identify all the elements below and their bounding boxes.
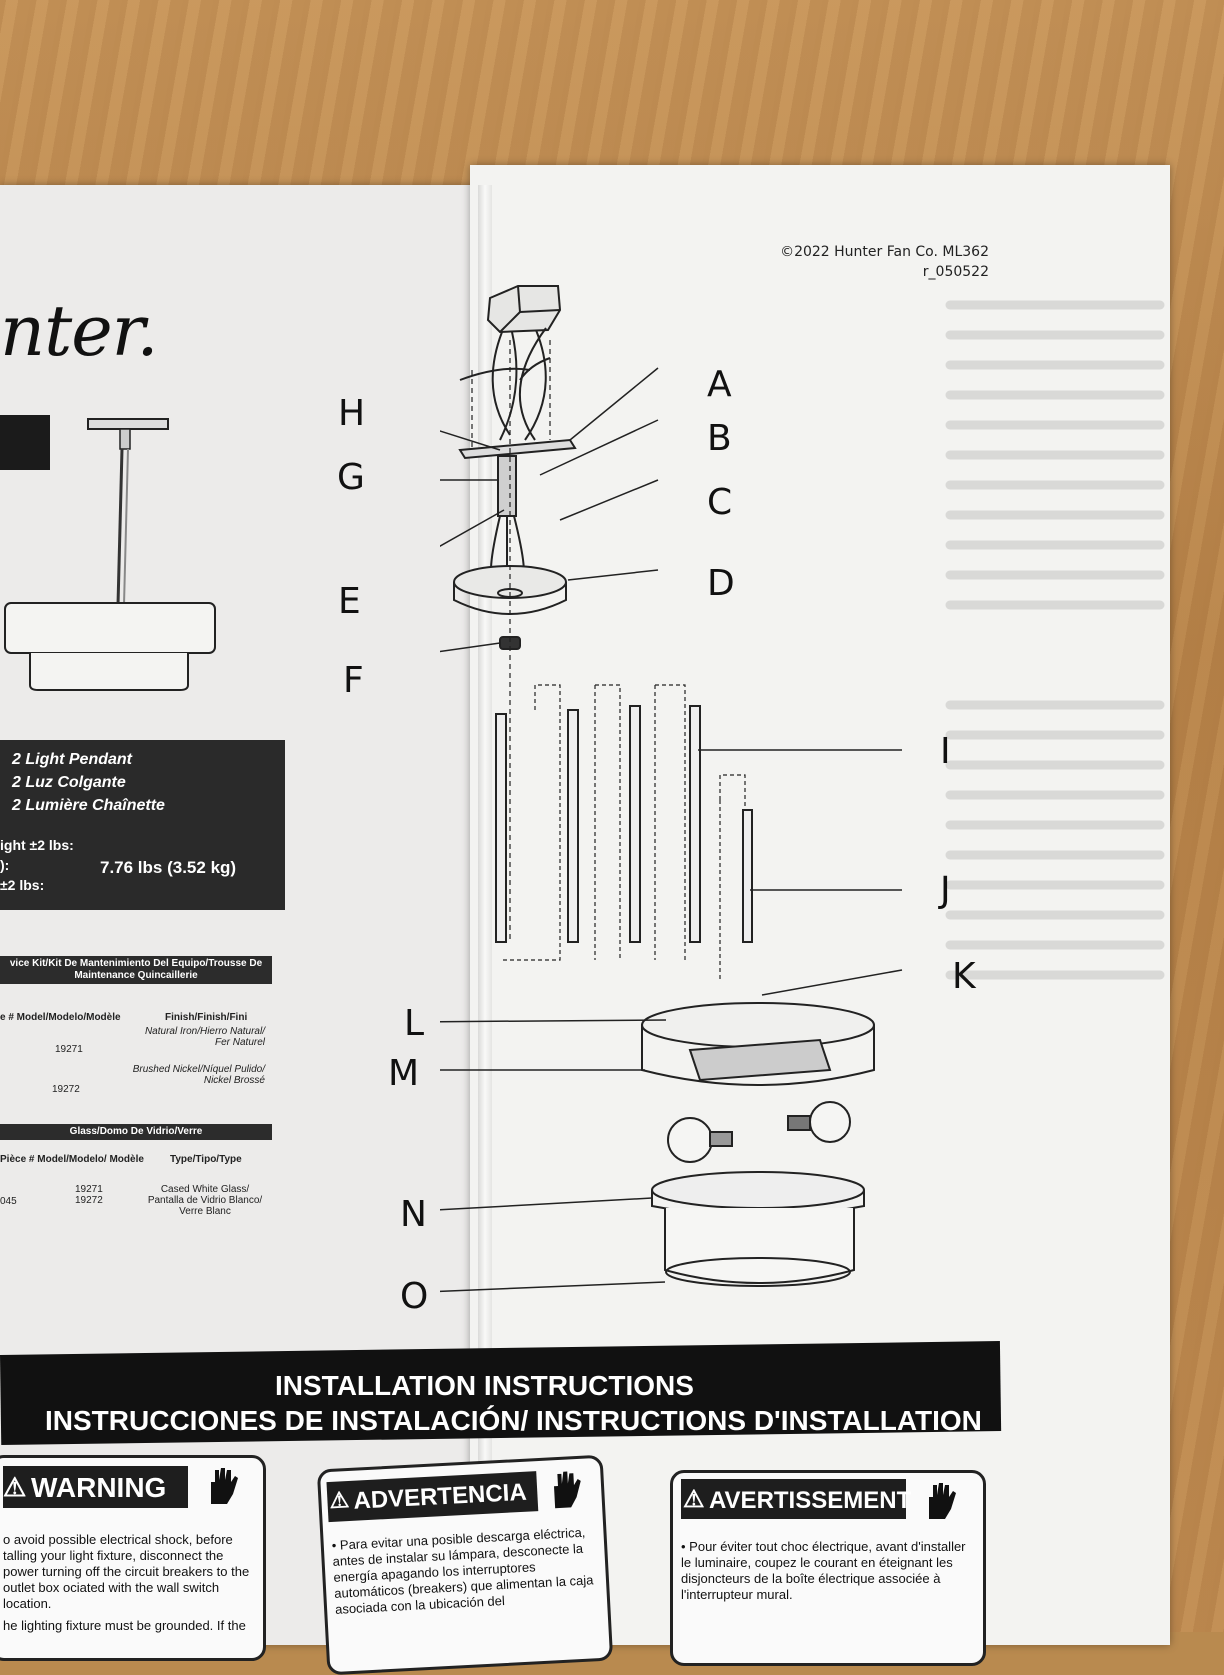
service-kit-col-model: e # Model/Modelo/Modèle xyxy=(0,1012,121,1023)
warning-text-en: o avoid possible electrical shock, befor… xyxy=(3,1532,250,1611)
pendant-illustration xyxy=(4,418,216,691)
service-kit-row-2-finish: Brushed Nickel/Níquel Pulido/ Nickel Bro… xyxy=(132,1064,265,1086)
weight-label-3: ±2 lbs: xyxy=(0,877,45,893)
diagram-label-i: I xyxy=(940,731,951,772)
warning-box-en: ⚠ WARNING o avoid possible electrical sh… xyxy=(0,1455,266,1661)
diagram-label-m: M xyxy=(388,1053,420,1094)
glass-kit-part-no: 045 xyxy=(0,1196,17,1207)
weight-label-2: ): xyxy=(0,857,10,873)
warning-triangle-icon: ⚠ xyxy=(3,1472,27,1502)
glass-kit-type: Cased White Glass/ Pantalla de Vidrio Bl… xyxy=(147,1184,263,1217)
service-kit-row-1-finish: Natural Iron/Hierro Natural/ Fer Naturel xyxy=(144,1026,265,1048)
black-tab xyxy=(0,415,50,470)
shock-hand-icon xyxy=(211,1468,238,1504)
product-name-en: 2 Light Pendant xyxy=(12,751,132,768)
page-fold xyxy=(478,185,492,1645)
warning-box-fr: ⚠ AVERTISSEMENT • Pour éviter tout choc … xyxy=(670,1470,986,1666)
copyright-block: ©2022 Hunter Fan Co. ML362 r_050522 xyxy=(780,242,989,282)
product-names: 2 Light Pendant 2 Luz Colgante 2 Lumière… xyxy=(12,748,165,817)
service-kit-title: vice Kit/Kit De Mantenimiento Del Equipo… xyxy=(0,956,272,984)
copyright-text: ©2022 Hunter Fan Co. ML362 xyxy=(780,244,989,260)
warning-text-fr: • Pour éviter tout choc électrique, avan… xyxy=(681,1539,966,1602)
glass-kit-models: 19271 19272 xyxy=(75,1184,103,1206)
diagram-label-l: L xyxy=(404,1003,425,1044)
glass-kit-col-model: Pièce # Model/Modelo/ Modèle xyxy=(0,1154,144,1165)
diagram-label-c: C xyxy=(707,482,733,523)
diagram-label-e: E xyxy=(338,581,361,622)
diagram-label-j: J xyxy=(940,870,951,911)
weight-label-1: ight ±2 lbs: xyxy=(0,837,74,853)
diagram-label-d: D xyxy=(707,563,735,604)
revision-code: r_050522 xyxy=(922,264,989,280)
banner-title-en: INSTALLATION INSTRUCTIONS xyxy=(275,1370,694,1401)
warning-text-en-2: he lighting fixture must be grounded. If… xyxy=(3,1618,246,1633)
weight-labels: ight ±2 lbs: ): ±2 lbs: xyxy=(0,835,74,895)
glass-kit-col-type: Type/Tipo/Type xyxy=(170,1154,242,1165)
warning-title-fr-bar: ⚠ AVERTISSEMENT xyxy=(681,1479,911,1519)
warning-title-en-bar: ⚠ WARNING xyxy=(3,1466,188,1508)
diagram-label-k: K xyxy=(952,956,976,997)
warning-text-es: • Para evitar una posible descarga eléct… xyxy=(331,1524,594,1617)
product-info-panel: 2 Light Pendant 2 Luz Colgante 2 Lumière… xyxy=(0,740,285,910)
warning-title-es: ADVERTENCIA xyxy=(352,1478,528,1515)
show-through-text xyxy=(945,300,1165,980)
weight-value: 7.76 lbs (3.52 kg) xyxy=(100,858,237,877)
product-name-es: 2 Luz Colgante xyxy=(12,774,126,791)
service-kit-row-1-model: 19271 xyxy=(55,1044,83,1055)
warning-triangle-icon-es: ⚠ xyxy=(328,1486,350,1513)
diagram-label-h: H xyxy=(338,393,366,434)
service-kit-col-finish: Finish/Finish/Fini xyxy=(165,1012,248,1023)
diagram-label-b: B xyxy=(707,418,732,459)
warning-box-es: ⚠ ADVERTENCIA • Para evitar una posible … xyxy=(316,1454,614,1675)
diagram-label-o: O xyxy=(400,1276,429,1317)
product-name-fr: 2 Lumière Chaînette xyxy=(12,797,165,814)
service-kit-table: vice Kit/Kit De Mantenimiento Del Equipo… xyxy=(0,956,285,1236)
banner-title-es-fr: INSTRUCCIONES DE INSTALACIÓN/ INSTRUCTIO… xyxy=(45,1405,982,1436)
diagram-label-f: F xyxy=(343,660,364,701)
shock-hand-icon-es xyxy=(553,1471,581,1509)
diagram-label-g: G xyxy=(337,457,365,498)
assembly-diagram xyxy=(440,285,903,1293)
diagram-label-n: N xyxy=(400,1194,427,1235)
warning-title-es-bar: ⚠ ADVERTENCIA xyxy=(326,1471,539,1523)
warning-title-fr: AVERTISSEMENT xyxy=(709,1487,912,1514)
warning-triangle-icon-fr: ⚠ xyxy=(683,1486,705,1513)
service-kit-row-2-model: 19272 xyxy=(52,1084,80,1095)
warning-title-en: WARNING xyxy=(31,1472,167,1503)
diagram-label-a: A xyxy=(707,364,732,405)
brand-logo: nter. xyxy=(0,290,159,372)
shock-hand-icon-fr xyxy=(929,1483,956,1519)
glass-kit-title: Glass/Domo De Vidrio/Verre xyxy=(0,1124,272,1140)
